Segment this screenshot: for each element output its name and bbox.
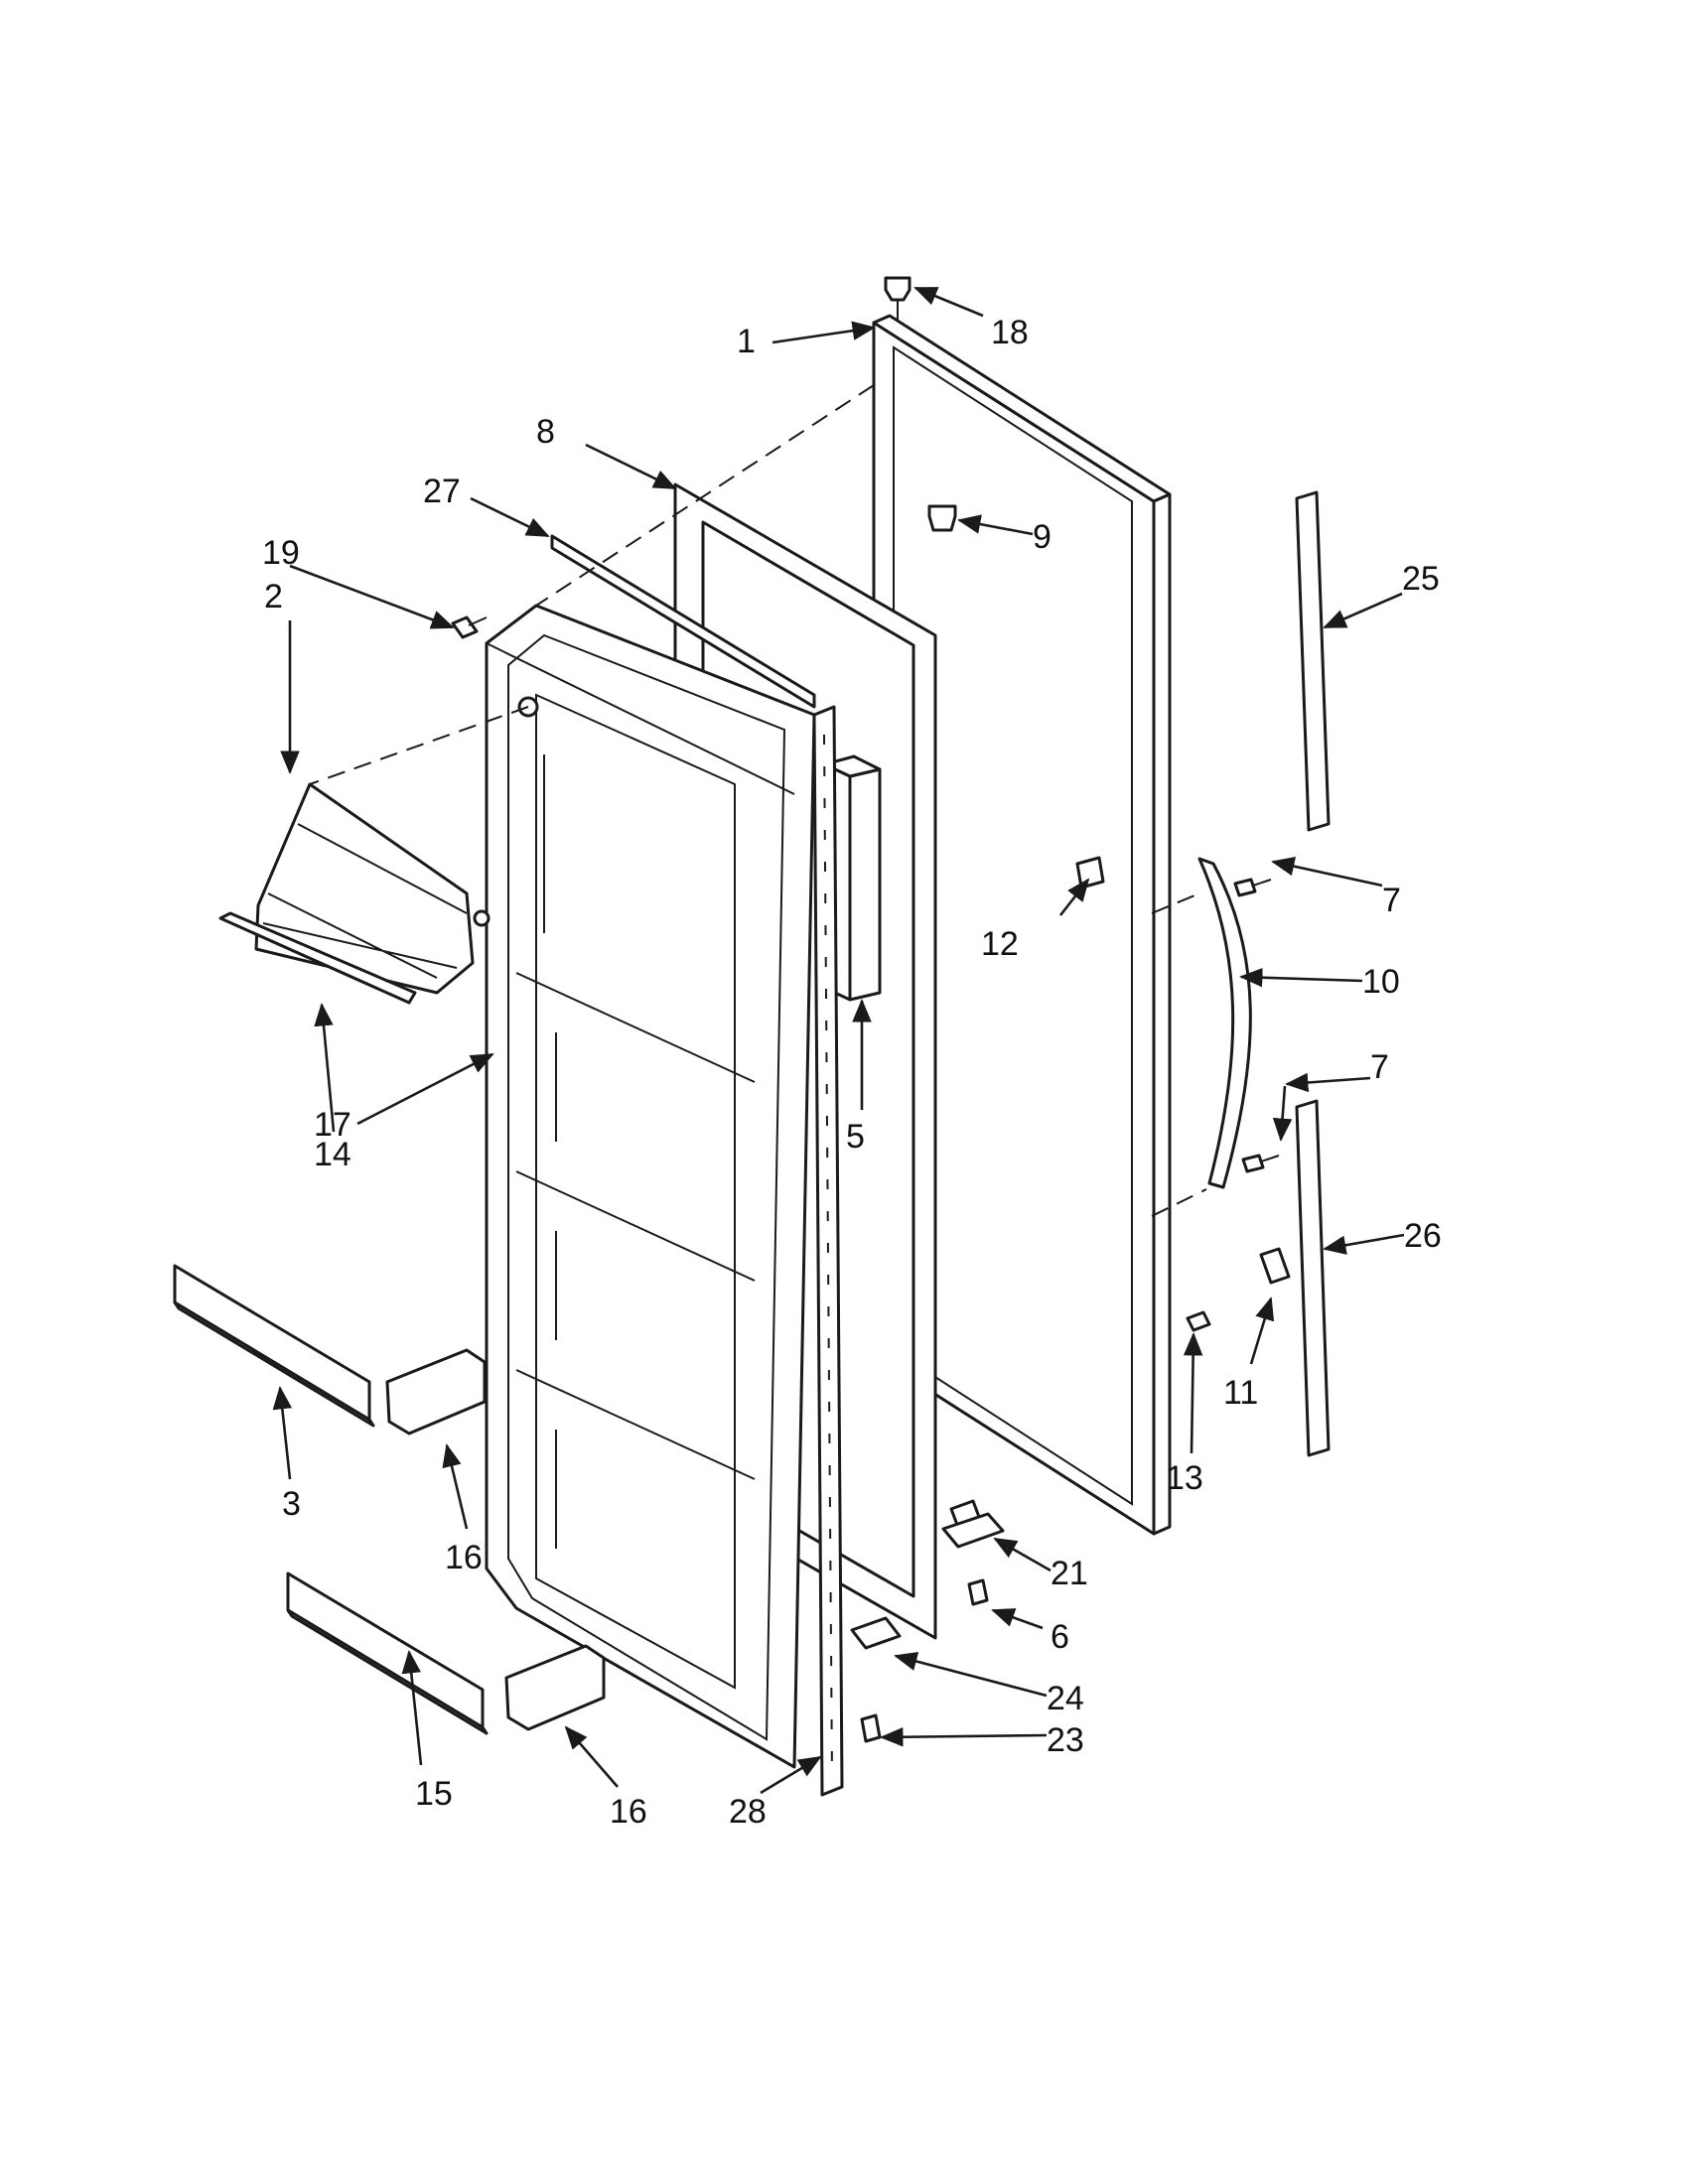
outer-door-panel-1 — [872, 314, 1172, 1536]
shelf-rail-3 — [173, 1264, 375, 1428]
callout-3: 3 — [282, 1485, 301, 1523]
callout-15: 15 — [415, 1775, 453, 1813]
callout-26: 26 — [1404, 1217, 1442, 1255]
callout-27: 27 — [423, 473, 461, 510]
top-cap-27 — [550, 534, 816, 709]
handle-screw-7a — [1233, 878, 1272, 897]
screw-13 — [1186, 1310, 1211, 1332]
screw-6 — [967, 1578, 989, 1606]
bracket-24 — [850, 1616, 902, 1650]
trim-strip-26 — [1295, 1099, 1331, 1457]
callout-7a: 7 — [1382, 882, 1401, 919]
callout-25: 25 — [1402, 560, 1440, 598]
callout-28: 28 — [729, 1793, 767, 1831]
shelf-rail-15 — [286, 1571, 489, 1735]
callout-19: 19 — [262, 534, 300, 572]
trim-strip-25 — [1295, 490, 1331, 832]
bin-trim-14 — [218, 911, 417, 1005]
door-handle-10 — [1197, 857, 1252, 1189]
handle-screw-7b — [1241, 1154, 1280, 1173]
clip-12 — [1075, 856, 1105, 889]
end-cap-16b — [504, 1644, 606, 1731]
callout-6: 6 — [1051, 1618, 1069, 1656]
callout-5: 5 — [846, 1118, 865, 1156]
callout-13: 13 — [1166, 1459, 1203, 1497]
clip-11 — [1259, 1247, 1291, 1285]
side-strip-28 — [812, 705, 844, 1797]
callout-2: 2 — [264, 578, 283, 615]
callout-16a: 16 — [445, 1539, 483, 1576]
callout-14: 14 — [314, 1136, 351, 1173]
callout-7b: 7 — [1370, 1048, 1389, 1086]
hinge-21 — [941, 1499, 1005, 1549]
callout-23: 23 — [1047, 1721, 1084, 1759]
callout-12: 12 — [981, 925, 1019, 963]
callout-11: 11 — [1223, 1374, 1258, 1412]
screw-23 — [860, 1713, 882, 1743]
end-cap-16a — [385, 1348, 487, 1435]
upper-bin-2 — [254, 782, 491, 995]
leader-lines — [272, 286, 1405, 1795]
callout-24: 24 — [1047, 1680, 1084, 1717]
callout-labels: 1 18 8 9 27 19 2 25 7 12 10 7 14 17 5 26… — [262, 314, 1442, 1831]
callout-1: 1 — [737, 323, 756, 360]
alignment-lines — [309, 384, 1207, 1217]
callout-18: 18 — [991, 314, 1029, 351]
callout-16b: 16 — [610, 1793, 647, 1831]
screw-19 — [451, 615, 488, 639]
callout-21: 21 — [1051, 1555, 1088, 1592]
callout-17: 17 — [314, 1106, 351, 1144]
callout-9: 9 — [1033, 518, 1052, 556]
inner-plug-9 — [927, 504, 957, 532]
callout-8: 8 — [536, 413, 555, 451]
callout-10: 10 — [1362, 963, 1400, 1001]
door-liner-17 — [485, 604, 816, 1769]
